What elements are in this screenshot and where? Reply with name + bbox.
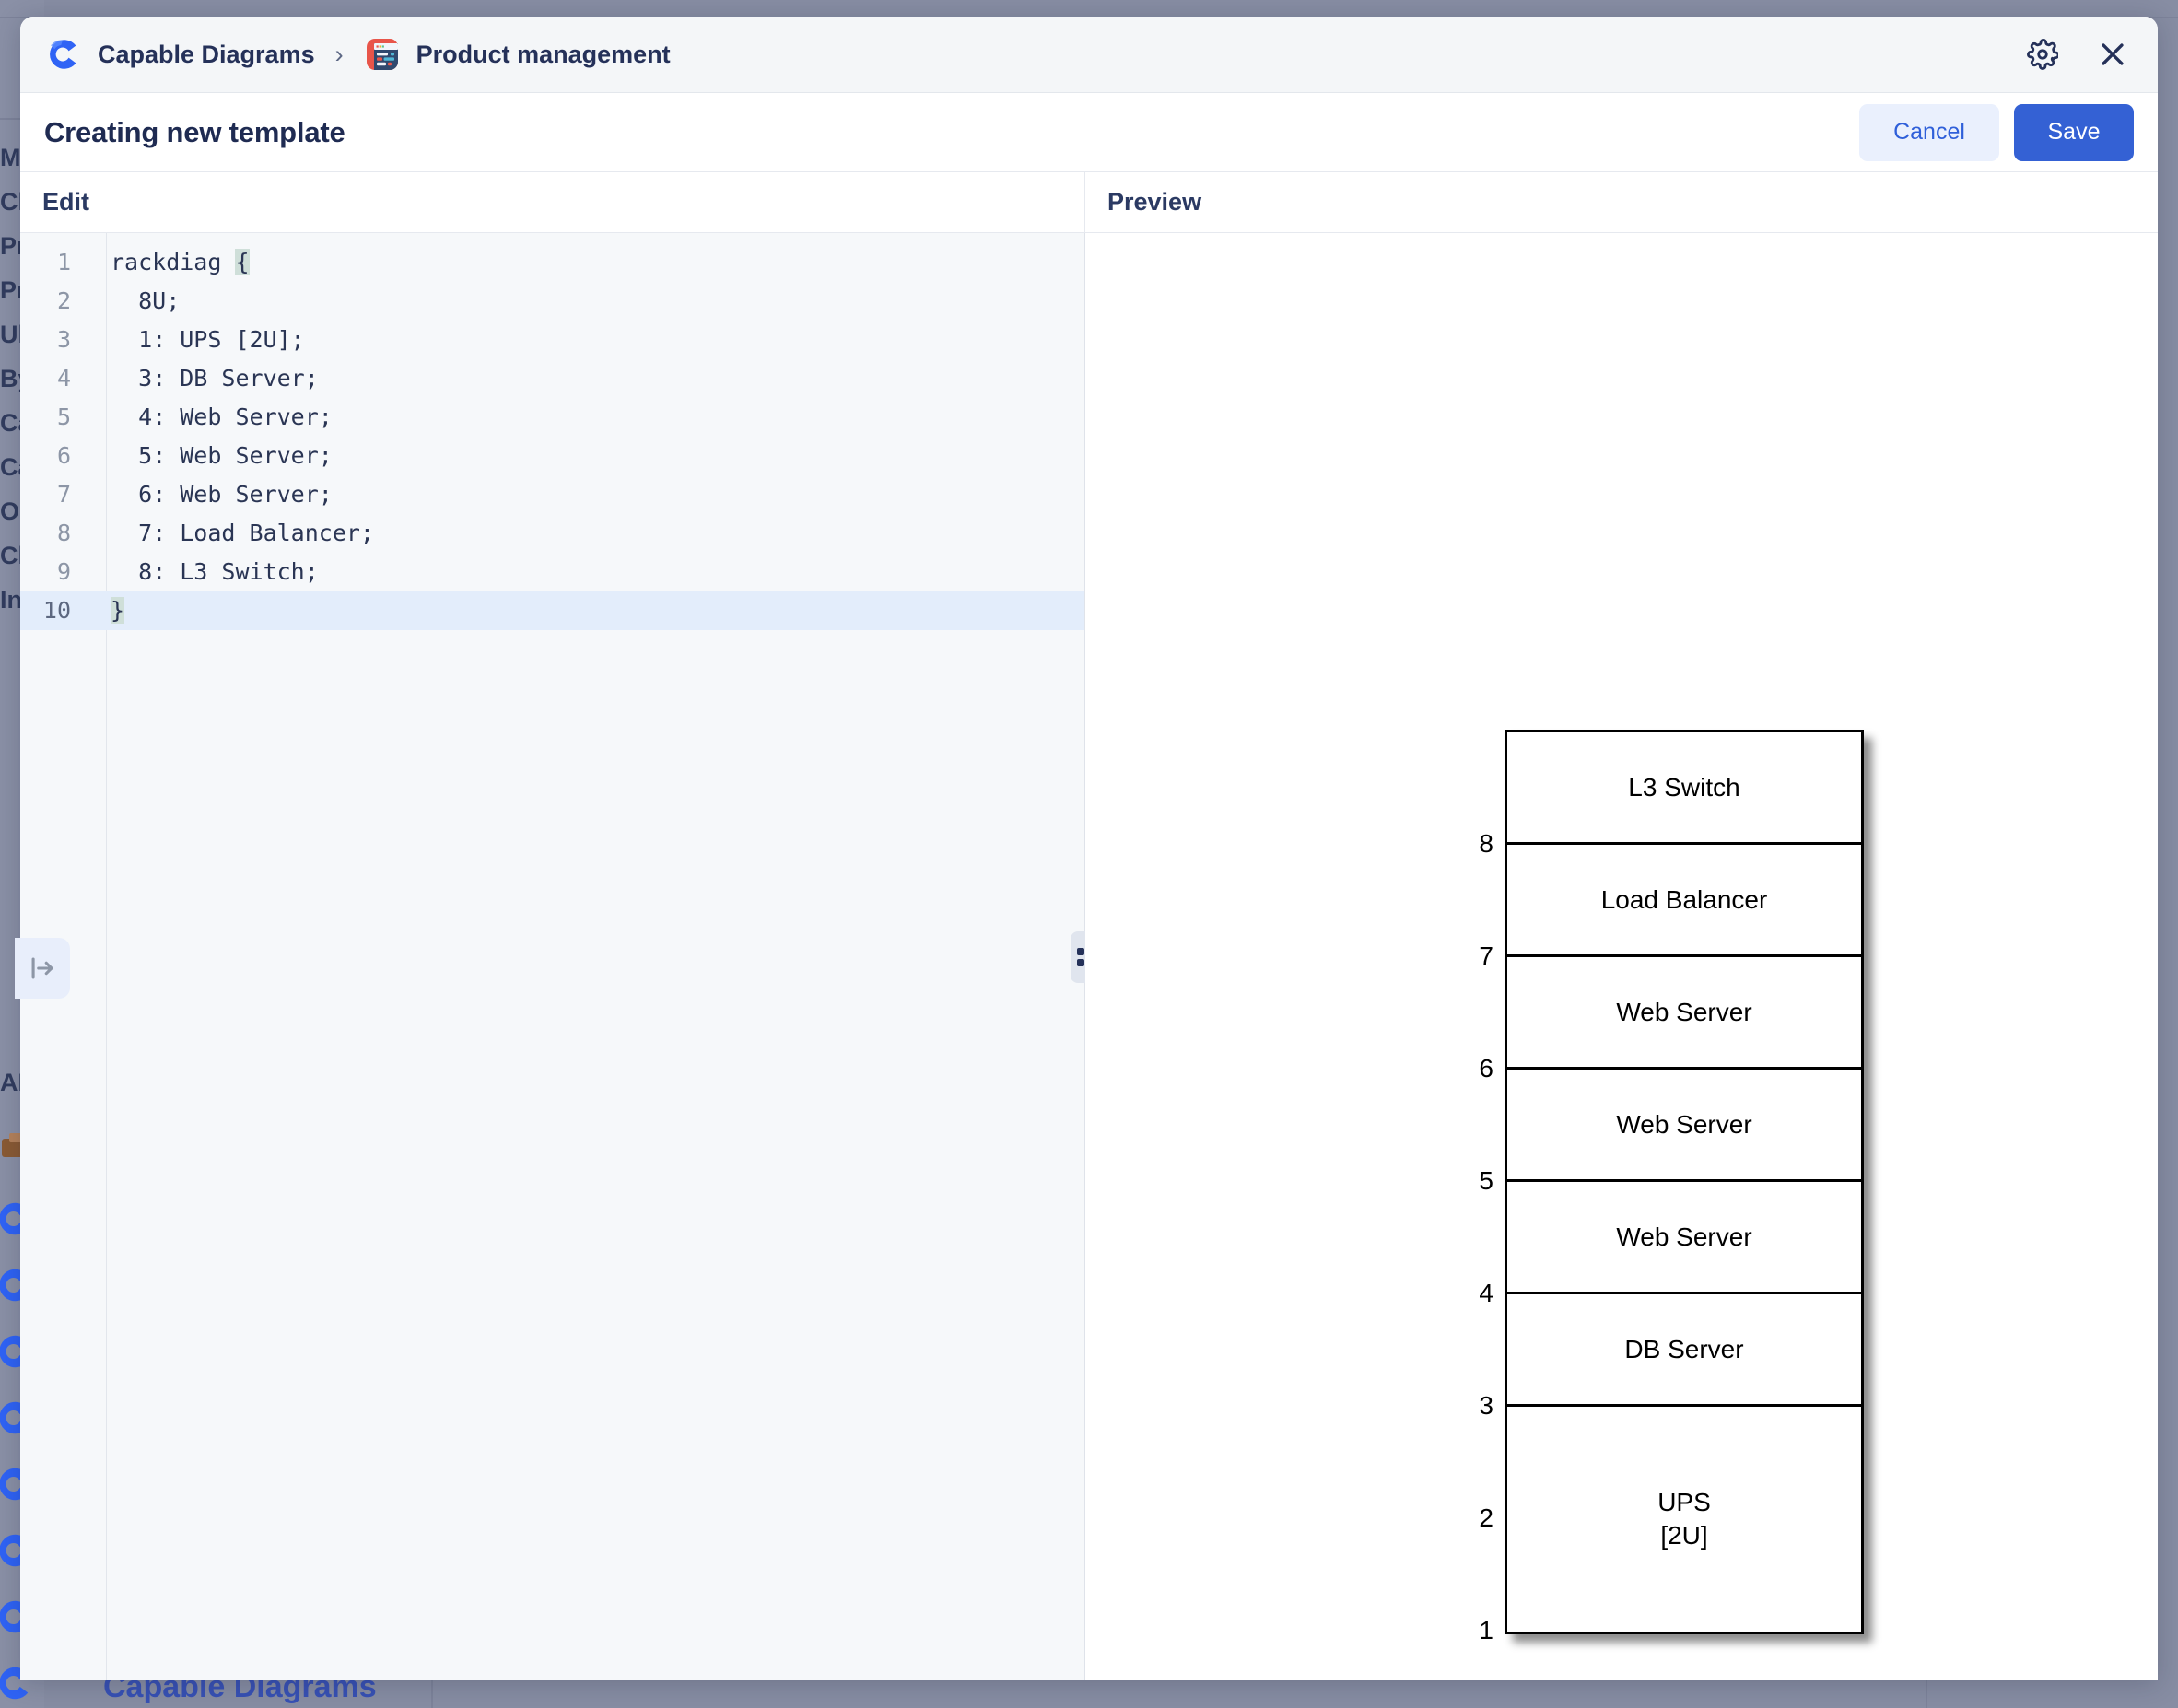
rack-unit-web-server-5[interactable]: Web Server	[1507, 1070, 1861, 1182]
line-number: 8	[56, 520, 71, 546]
code-row[interactable]: 8 7: Load Balancer;	[20, 514, 1084, 553]
line-number: 6	[56, 442, 71, 469]
bg-side-label-10: In	[0, 586, 22, 614]
rack-unit-load-balancer[interactable]: Load Balancer	[1507, 845, 1861, 957]
rack-u-label-6: 6	[1479, 1054, 1493, 1082]
code-row[interactable]: 1 rackdiag {	[20, 243, 1084, 282]
breadcrumb-app-name[interactable]: Capable Diagrams	[98, 40, 315, 68]
rack-frame: L3 Switch Load Balancer Web Server Web S…	[1505, 730, 1864, 1634]
code-row[interactable]: 5 4: Web Server;	[20, 398, 1084, 437]
code-text[interactable]: 7: Load Balancer;	[111, 520, 374, 546]
rack-unit-web-server-6[interactable]: Web Server	[1507, 957, 1861, 1070]
code-text[interactable]: rackdiag {	[111, 249, 250, 275]
rack-u-label-1: 1	[1479, 1616, 1493, 1644]
code-text[interactable]: 8U;	[111, 287, 181, 314]
cancel-button[interactable]: Cancel	[1859, 103, 1999, 161]
line-number: 2	[56, 287, 71, 314]
code-text[interactable]: 4: Web Server;	[111, 404, 333, 430]
code-row[interactable]: 7 6: Web Server;	[20, 475, 1084, 514]
breadcrumb-bar: Capable Diagrams › Product management	[20, 17, 2158, 93]
pane-headers: Edit Preview	[20, 172, 2158, 233]
rack-u-label-2: 2	[1479, 1503, 1493, 1532]
edit-pane-header: Edit	[20, 172, 1085, 232]
close-icon[interactable]	[2091, 33, 2134, 76]
code-text[interactable]: 6: Web Server;	[111, 481, 333, 508]
code-text[interactable]: }	[87, 591, 125, 630]
code-row[interactable]: 9 8: L3 Switch;	[20, 553, 1084, 591]
rack-u-label-3: 3	[1479, 1391, 1493, 1420]
bracket-match-close: }	[111, 597, 125, 624]
modal-title-bar: Creating new template Cancel Save	[20, 93, 2158, 172]
line-number: 1	[56, 249, 71, 275]
code-row[interactable]: 2 8U;	[20, 282, 1084, 321]
editor-preview-split: 1 rackdiag { 2 8U; 3 1: UPS [2U]; 4 3: D…	[20, 233, 2158, 1680]
gear-icon[interactable]	[2021, 33, 2064, 76]
capable-diagrams-logo-icon	[42, 35, 81, 74]
code-text[interactable]: 8: L3 Switch;	[111, 558, 319, 585]
product-management-board-icon	[364, 36, 401, 73]
diagram-preview[interactable]: 8 7 6 5 4 3 2 1 L3 Switch Load Balancer …	[1085, 233, 2158, 1680]
rack-u-label-8: 8	[1479, 829, 1493, 858]
save-button[interactable]: Save	[2014, 103, 2134, 161]
expand-panel-icon[interactable]	[15, 938, 70, 999]
code-row[interactable]: 3 1: UPS [2U];	[20, 321, 1084, 359]
rack-unit-db-server[interactable]: DB Server	[1507, 1294, 1861, 1407]
line-number: 4	[56, 365, 71, 392]
code-lines[interactable]: 1 rackdiag { 2 8U; 3 1: UPS [2U]; 4 3: D…	[20, 233, 1084, 630]
page-title: Creating new template	[44, 115, 345, 148]
line-number: 10	[42, 597, 71, 624]
preview-pane-header: Preview	[1107, 188, 1202, 216]
bg-side-label-0: M	[0, 144, 21, 171]
code-text[interactable]: 5: Web Server;	[111, 442, 333, 469]
rack-unit-l3-switch[interactable]: L3 Switch	[1507, 732, 1861, 845]
rackdiag-diagram: 8 7 6 5 4 3 2 1 L3 Switch Load Balancer …	[1453, 730, 1877, 1644]
rack-u-label-5: 5	[1479, 1166, 1493, 1195]
code-row[interactable]: 4 3: DB Server;	[20, 359, 1084, 398]
rack-u-label-4: 4	[1479, 1279, 1493, 1307]
code-text[interactable]: 3: DB Server;	[111, 365, 319, 392]
line-number: 5	[56, 404, 71, 430]
rack-unit-ups[interactable]: UPS [2U]	[1507, 1407, 1861, 1632]
bg-footer-divider-right	[1926, 1658, 1927, 1708]
rack-unit-labels: 8 7 6 5 4 3 2 1	[1453, 730, 1505, 1644]
rack-unit-web-server-4[interactable]: Web Server	[1507, 1182, 1861, 1294]
line-number: 9	[56, 558, 71, 585]
bracket-match-open: {	[235, 249, 250, 275]
line-number: 7	[56, 481, 71, 508]
code-editor[interactable]: 1 rackdiag { 2 8U; 3 1: UPS [2U]; 4 3: D…	[20, 233, 1085, 1680]
rack-u-label-7: 7	[1479, 942, 1493, 970]
create-template-modal: Capable Diagrams › Product management	[20, 17, 2158, 1680]
code-text[interactable]: 1: UPS [2U];	[111, 326, 305, 353]
gutter-divider	[106, 233, 107, 1680]
code-row-active[interactable]: 10 }	[20, 591, 1084, 630]
breadcrumb-separator-icon: ›	[334, 40, 344, 68]
line-number: 3	[56, 326, 71, 353]
breadcrumb-doc-name[interactable]: Product management	[416, 40, 671, 68]
code-row[interactable]: 6 5: Web Server;	[20, 437, 1084, 475]
